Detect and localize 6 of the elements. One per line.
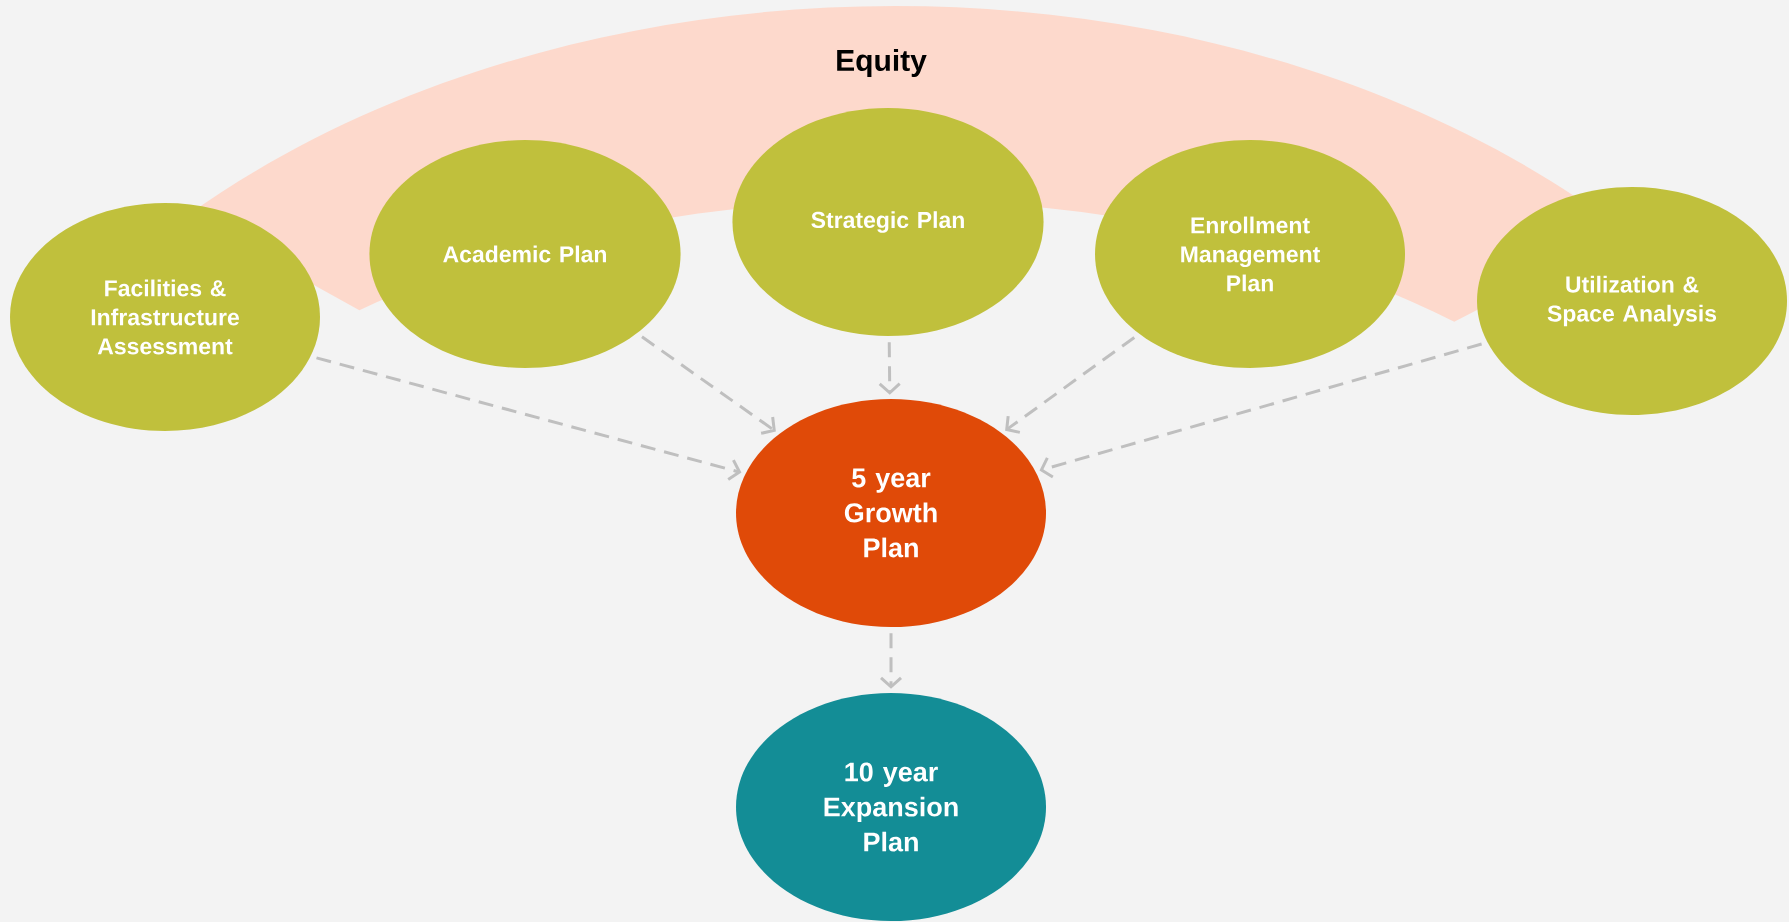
dashed-arrow — [1039, 342, 1482, 479]
dashed-arrow — [880, 633, 902, 689]
dashed-arrow — [1005, 336, 1136, 434]
dashed-arrow — [316, 356, 742, 481]
dashed-arrow — [878, 342, 901, 395]
dashed-arrow — [641, 335, 776, 435]
